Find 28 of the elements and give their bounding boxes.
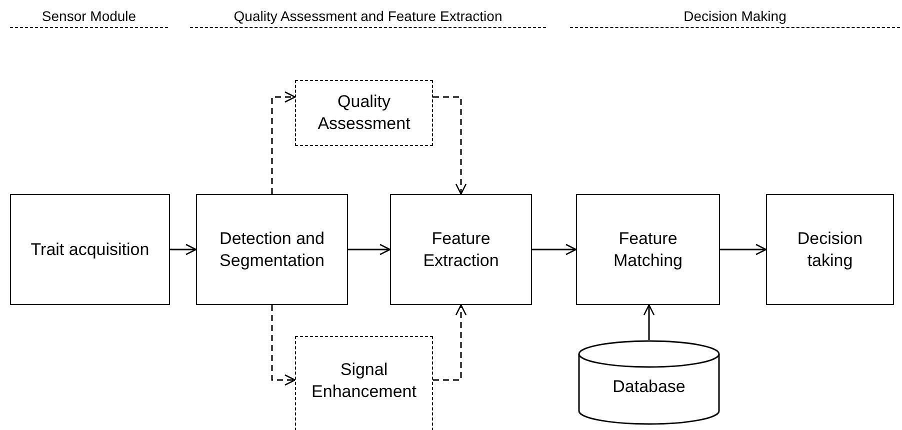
arrow: [271, 91, 296, 194]
arrow: [720, 244, 767, 256]
process-box: [196, 194, 348, 305]
process-box: [576, 194, 720, 305]
section-heading: Quality Assessment and Feature Extraction: [190, 7, 546, 28]
node-label: Decision taking: [796, 228, 864, 272]
arrow: [170, 244, 197, 256]
arrow: [433, 96, 467, 195]
node-label: Detection and Segmentation: [218, 228, 326, 272]
node-label: Signal Enhancement: [310, 359, 418, 403]
arrow: [271, 305, 296, 386]
arrow: [348, 244, 391, 256]
arrow: [532, 244, 577, 256]
process-box: [295, 336, 433, 430]
node-label: Database: [612, 376, 686, 398]
process-box: [390, 194, 532, 305]
process-box: [295, 80, 433, 146]
node-label: Quality Assessment: [316, 91, 412, 135]
section-heading: Decision Making: [570, 7, 900, 28]
database-cylinder: [578, 340, 720, 425]
arrow: [643, 304, 655, 340]
node-label: Feature Matching: [612, 228, 684, 272]
section-heading: Sensor Module: [10, 7, 168, 28]
node-label: Feature Extraction: [422, 228, 500, 272]
process-box: [10, 194, 170, 305]
arrow: [433, 304, 467, 381]
process-box: [766, 194, 894, 305]
node-label: Trait acquisition: [30, 238, 150, 260]
